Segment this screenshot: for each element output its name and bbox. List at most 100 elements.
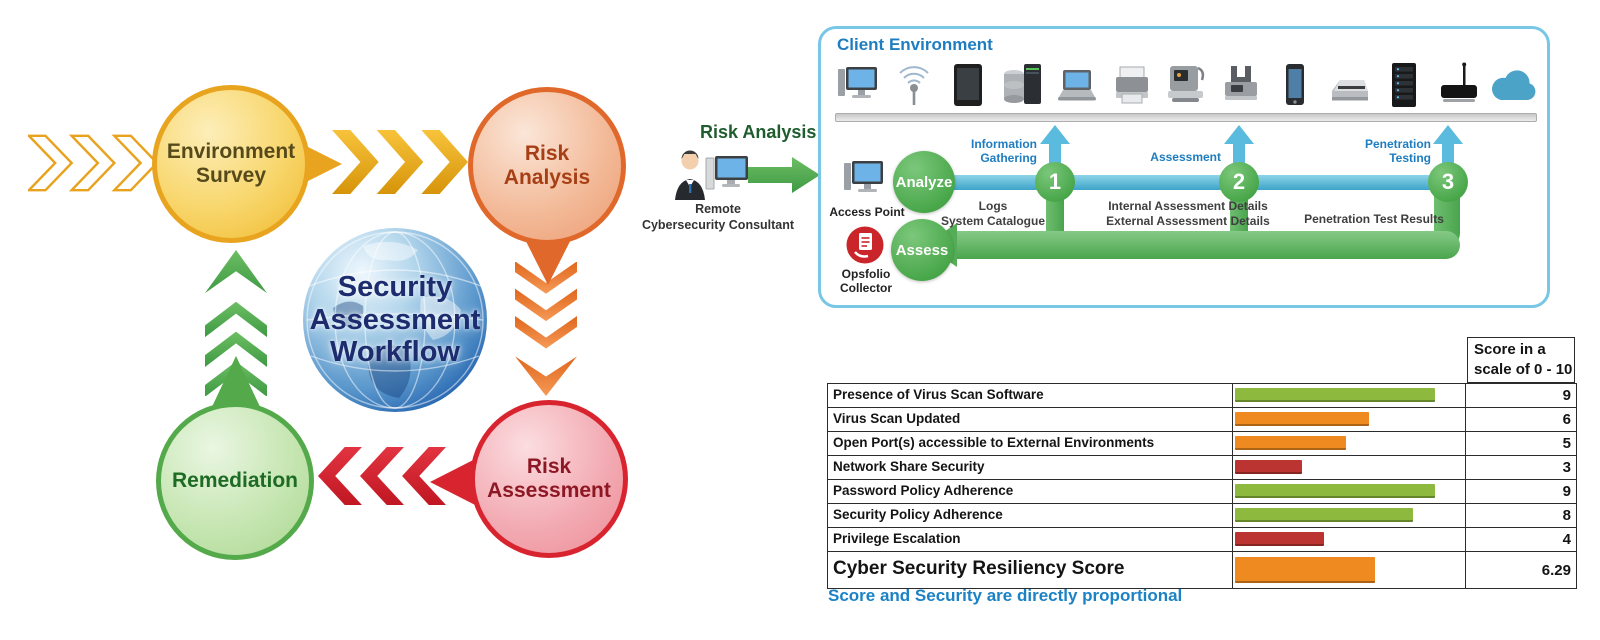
table-row: Security Policy Adherence 8 [828, 504, 1576, 528]
fax-machine-icon [1217, 61, 1265, 109]
database-server-icon [999, 61, 1047, 109]
network-rail [835, 113, 1537, 122]
node-risk-analysis: Risk Analysis [468, 87, 626, 285]
smartphone-icon [1271, 61, 1319, 109]
row-bar-cell [1233, 528, 1466, 551]
table-row-total: Cyber Security Resiliency Score 6.29 [828, 552, 1576, 588]
row-bar-cell [1233, 384, 1466, 407]
score-table-body: Presence of Virus Scan Software 9 Virus … [827, 383, 1577, 589]
step2-top-label: Assessment [1113, 150, 1221, 164]
risk-analysis-heading: Risk Analysis [700, 122, 817, 142]
analyze-flow-bar [925, 175, 1460, 190]
up-arrow-step3-icon [1433, 125, 1463, 177]
step1-bottom-label: Logs System Catalogue [933, 199, 1053, 229]
step1-top-label: Information Gathering [929, 137, 1037, 166]
label-line: System Catalogue [940, 214, 1046, 228]
label-line: Collector [839, 281, 892, 296]
row-label: Cyber Security Resiliency Score [828, 552, 1233, 588]
node-label: Risk Assessment [470, 400, 628, 558]
step3-bottom-label: Penetration Test Results [1289, 212, 1459, 227]
row-label: Privilege Escalation [828, 528, 1233, 551]
row-score: 5 [1562, 435, 1571, 452]
label-line: Testing [1389, 151, 1431, 166]
header-line: scale of 0 - 10 [1474, 361, 1573, 379]
client-environment-title: Client Environment [837, 35, 993, 54]
red-left-chevrons-icon [318, 447, 446, 505]
workflow-title-line: Workflow [330, 336, 460, 369]
device-row [835, 53, 1537, 109]
row-bar-cell [1233, 480, 1466, 503]
header-line: Score in a [1474, 341, 1546, 358]
analyze-circle: Analyze [893, 151, 955, 213]
row-label: Network Share Security [828, 456, 1233, 479]
row-label: Virus Scan Updated [828, 408, 1233, 431]
score-header-cell: Score in a scale of 0 - 10 [1467, 337, 1575, 383]
score-bar [1235, 557, 1376, 583]
assess-return-bar [955, 231, 1460, 259]
workflow-title-line: Security [337, 271, 453, 304]
step3-circle: 3 [1428, 162, 1468, 202]
table-caption: Score and Security are directly proporti… [828, 586, 1183, 605]
score-bar [1235, 531, 1325, 546]
opsfolio-collector-icon [846, 226, 884, 264]
label-line: External Assessment Details [1106, 214, 1270, 228]
consultant-label-line2: Cybersecurity Consultant [641, 217, 795, 232]
globe-icon: Security Assessment Workflow [303, 228, 487, 412]
label-line: Logs [978, 199, 1008, 213]
row-bar-cell [1233, 552, 1466, 588]
node-label: Environment Survey [152, 85, 310, 243]
row-score: 8 [1562, 507, 1571, 524]
consultant-icon [675, 150, 748, 200]
label-line: Penetration Test Results [1304, 212, 1444, 226]
step2-circle: 2 [1219, 162, 1259, 202]
node-remediation: Remediation [156, 356, 314, 560]
table-row: Presence of Virus Scan Software 9 [828, 384, 1576, 408]
up-arrow-step1-icon [1040, 125, 1070, 177]
desktop-computer-icon [835, 61, 883, 109]
cloud-icon [1489, 61, 1537, 109]
label-line: Gathering [980, 151, 1037, 166]
row-bar-cell [1233, 408, 1466, 431]
label-line: Penetration [1364, 137, 1431, 151]
score-bar [1235, 483, 1436, 498]
node-risk-assessment: Risk Assessment [430, 400, 628, 558]
table-row: Network Share Security 3 [828, 456, 1576, 480]
row-label: Presence of Virus Scan Software [828, 384, 1233, 407]
consultant-label-line1: Remote [695, 202, 741, 216]
flow-arrow-right-icon [748, 157, 820, 193]
consultant-label: Remote Cybersecurity Consultant [636, 202, 800, 233]
tablet-icon [944, 61, 992, 109]
node-label: Risk Analysis [468, 87, 626, 245]
table-row: Password Policy Adherence 9 [828, 480, 1576, 504]
return-pipe-step1 [1046, 193, 1064, 235]
label-line: Information [971, 137, 1037, 151]
row-bar-cell [1233, 504, 1466, 527]
medical-device-icon [1162, 61, 1210, 109]
row-score: 4 [1562, 531, 1571, 548]
row-score: 3 [1562, 459, 1571, 476]
score-bar [1235, 411, 1369, 426]
score-table: Score in a scale of 0 - 10 Presence of V… [827, 337, 1577, 589]
node-label: Remediation [156, 402, 314, 560]
row-score: 6.29 [1541, 562, 1571, 579]
laptop-icon [1053, 61, 1101, 109]
score-bar [1235, 507, 1414, 522]
label-line: Internal Assessment Details [1108, 199, 1268, 213]
up-arrow-step2-icon [1224, 125, 1254, 177]
step2-bottom-label: Internal Assessment Details External Ass… [1093, 199, 1283, 229]
row-bar-cell [1233, 456, 1466, 479]
node-environment-survey: Environment Survey [152, 85, 342, 243]
printer-icon [1108, 61, 1156, 109]
table-row: Privilege Escalation 4 [828, 528, 1576, 552]
intro-chevrons-icon [28, 134, 158, 192]
row-bar-cell [1233, 432, 1466, 455]
orange-down-chevrons-icon [515, 262, 577, 396]
step1-circle: 1 [1035, 162, 1075, 202]
row-label: Password Policy Adherence [828, 480, 1233, 503]
row-score: 9 [1562, 483, 1571, 500]
row-score: 6 [1562, 411, 1571, 428]
score-bar [1235, 459, 1302, 474]
workflow-title: Security Assessment Workflow [303, 228, 487, 412]
gold-chevrons-icon [332, 130, 468, 194]
